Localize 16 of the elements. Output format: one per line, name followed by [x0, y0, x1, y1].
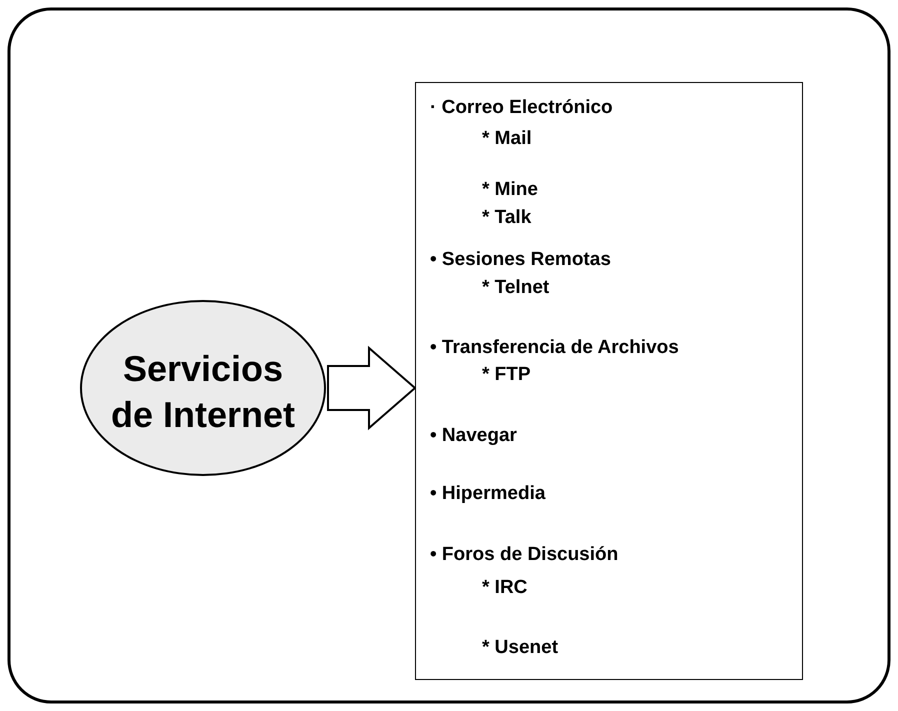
- sub-item: * Usenet: [482, 637, 558, 659]
- block-arrow: [327, 346, 417, 430]
- node-title: Servicios de Internet: [110, 347, 296, 437]
- sub-item: * IRC: [482, 577, 528, 599]
- list-item: • Navegar: [430, 425, 517, 447]
- list-item: • Transferencia de Archivos: [430, 337, 679, 359]
- list-item: • Foros de Discusión: [430, 544, 618, 566]
- sub-item: * Telnet: [482, 277, 550, 299]
- sub-item: * Mail: [482, 128, 532, 150]
- list-item: • Hipermedia: [430, 483, 546, 505]
- sub-item: * Mine: [482, 179, 538, 201]
- list-box: [415, 82, 803, 680]
- list-item: • Sesiones Remotas: [430, 249, 611, 271]
- sub-item: * FTP: [482, 364, 531, 386]
- sub-item: * Talk: [482, 207, 532, 229]
- list-item: · Correo Electrónico: [430, 97, 613, 119]
